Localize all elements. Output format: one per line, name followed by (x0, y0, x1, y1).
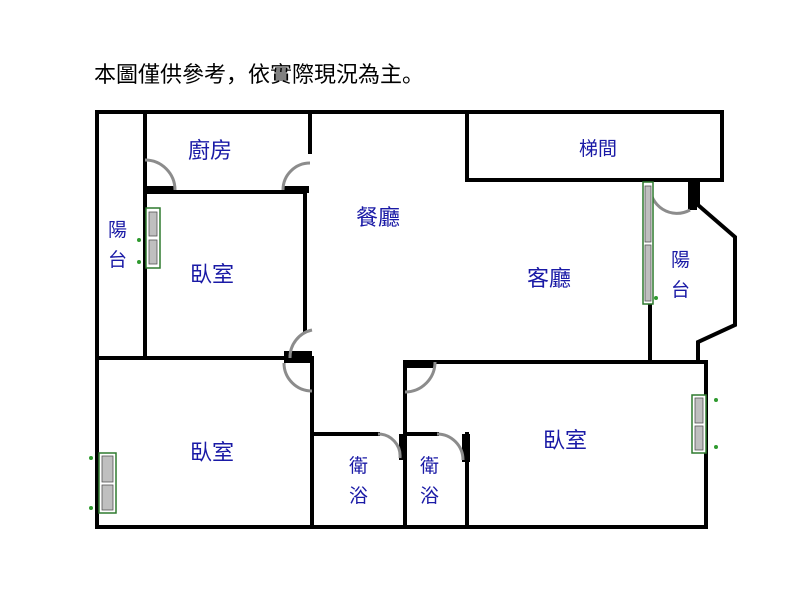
door-swings (144, 158, 691, 461)
window-right-balcony (642, 181, 658, 305)
bath-left-label-2: 浴 (349, 485, 368, 507)
balcony-left-label-1: 陽 (108, 219, 127, 241)
disclaimer-note: 本圖僅供參考，依實際現況為主。 (94, 63, 424, 88)
door-jambs (147, 180, 697, 462)
balcony-right-label-2: 台 (671, 279, 690, 301)
dining-label: 餐廳 (356, 206, 400, 231)
window-left-balcony (137, 207, 161, 269)
window-bedroom-right (691, 394, 718, 454)
living-label: 客廳 (527, 267, 571, 292)
window-bedroom-left (89, 452, 117, 514)
kitchen-label: 廚房 (188, 139, 232, 164)
bedroom-bottom-left-label: 臥室 (190, 441, 234, 466)
bath-left-label-1: 衛 (349, 455, 368, 477)
bedroom-small-label: 臥室 (190, 263, 234, 288)
balcony-left-label-2: 台 (108, 249, 127, 271)
walls (95, 110, 737, 529)
bedroom-bottom-right-label: 臥室 (543, 429, 587, 454)
stair-label: 梯間 (579, 138, 617, 160)
bath-right-label-2: 浴 (420, 485, 439, 507)
bath-right-label-1: 衛 (420, 455, 439, 477)
balcony-right-label-1: 陽 (671, 249, 690, 271)
